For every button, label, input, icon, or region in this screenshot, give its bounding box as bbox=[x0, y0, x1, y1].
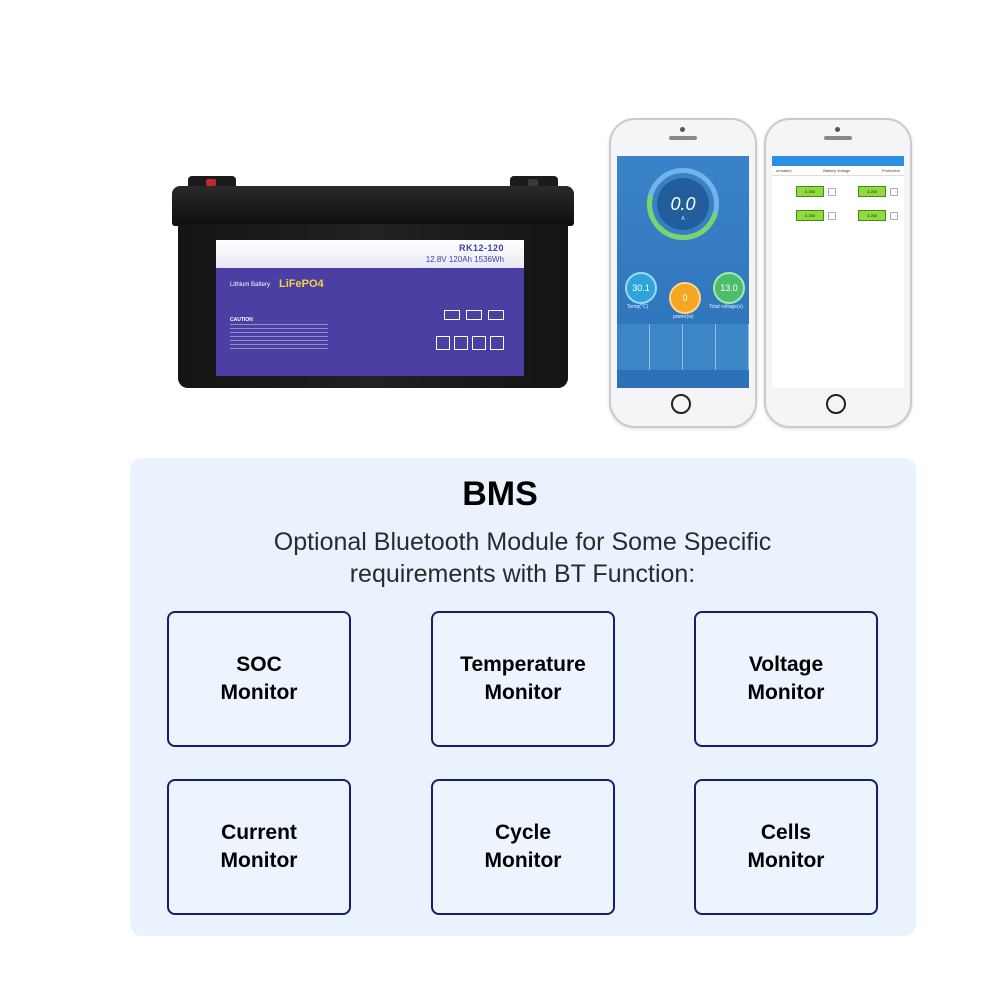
voltage-label: Total voltage(v) bbox=[709, 304, 743, 310]
feature-line2: Monitor bbox=[747, 849, 825, 872]
tab-protection[interactable]: Protection bbox=[881, 168, 900, 173]
feature-card-soc: SOC Monitor bbox=[167, 611, 351, 747]
cell-voltage-1: 3.250 bbox=[796, 186, 824, 197]
battery-spec: 12.8V 120Ah 1536Wh bbox=[425, 255, 504, 264]
feature-line1: Voltage bbox=[748, 653, 824, 676]
cell-voltage-2: 3.250 bbox=[858, 186, 886, 197]
app-dashboard-screen: 0.0 A 30.1 0 13.0 Temp(°C) power(w) Tota… bbox=[617, 156, 749, 388]
stats-grid bbox=[617, 324, 749, 370]
feature-line2: Monitor bbox=[484, 849, 562, 872]
feature-line1: Cells bbox=[760, 821, 812, 844]
power-bubble: 0 bbox=[669, 282, 701, 314]
cell-voltage-3: 3.250 bbox=[796, 210, 824, 221]
battery-fine-print bbox=[230, 324, 328, 350]
feature-line2: Monitor bbox=[220, 849, 298, 872]
battery-photo: RK12-120 12.8V 120Ah 1536Wh Lithium Batt… bbox=[172, 172, 574, 390]
feature-line2: Monitor bbox=[484, 681, 562, 704]
current-gauge bbox=[647, 168, 719, 240]
phone-main-app: 0.0 A 30.1 0 13.0 Temp(°C) power(w) Tota… bbox=[609, 118, 757, 428]
battery-label: RK12-120 12.8V 120Ah 1536Wh Lithium Batt… bbox=[216, 240, 524, 376]
feature-line1: Temperature bbox=[460, 653, 586, 676]
voltage-bubble: 13.0 bbox=[713, 272, 745, 304]
safety-icons bbox=[436, 336, 504, 350]
app-tabs: ormation Battery Voltage Protection bbox=[772, 166, 904, 176]
temperature-bubble: 30.1 bbox=[625, 272, 657, 304]
current-value: 0.0 bbox=[670, 194, 696, 214]
app-header-bar bbox=[772, 156, 904, 166]
phone-cells-app: ormation Battery Voltage Protection 3.25… bbox=[764, 118, 912, 428]
battery-lid bbox=[172, 186, 574, 226]
bms-title: BMS bbox=[462, 475, 538, 513]
feature-line1: Current bbox=[221, 821, 297, 844]
temperature-label: Temp(°C) bbox=[627, 304, 649, 310]
home-button bbox=[826, 394, 846, 414]
feature-line2: Monitor bbox=[220, 681, 298, 704]
feature-line1: Cycle bbox=[494, 821, 552, 844]
battery-caution: CAUTION bbox=[230, 317, 253, 323]
current-unit: A bbox=[681, 216, 685, 222]
app-cells-screen: ormation Battery Voltage Protection 3.25… bbox=[772, 156, 904, 388]
battery-model: RK12-120 bbox=[458, 243, 504, 253]
certification-icons bbox=[444, 310, 504, 320]
cell-voltage-4: 3.250 bbox=[858, 210, 886, 221]
bms-subtitle: Optional Bluetooth Module for Some Speci… bbox=[273, 528, 772, 588]
tab-information[interactable]: ormation bbox=[776, 168, 792, 173]
battery-chemistry: LiFePO4 bbox=[279, 278, 324, 290]
power-label: power(w) bbox=[673, 314, 694, 320]
tab-battery-voltage[interactable]: Battery Voltage bbox=[823, 168, 851, 173]
feature-line2: Monitor bbox=[747, 681, 825, 704]
battery-brand-prefix: Lithium Battery bbox=[230, 282, 271, 288]
feature-line1: SOC bbox=[236, 653, 282, 676]
home-button bbox=[671, 394, 691, 414]
